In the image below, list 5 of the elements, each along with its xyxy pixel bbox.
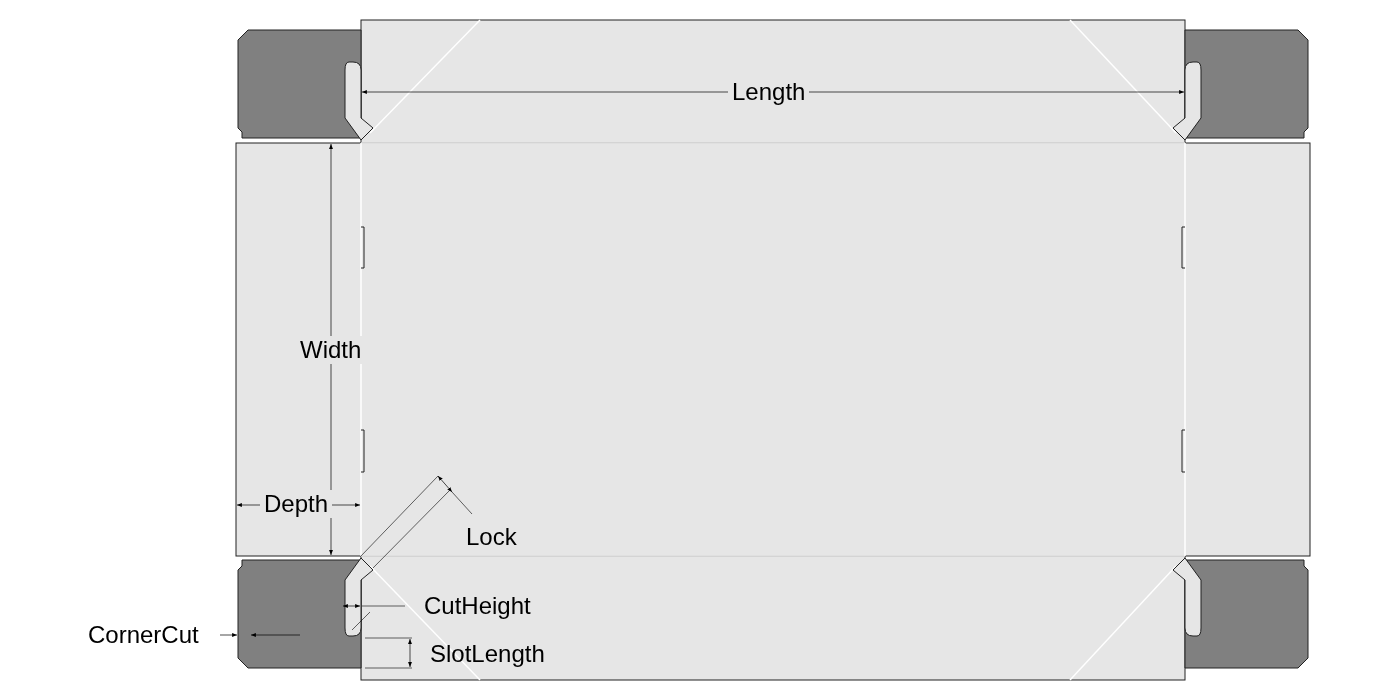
dimension-label: Depth bbox=[260, 490, 333, 518]
dimension-label: CornerCut bbox=[88, 621, 199, 649]
dimension-label: CutHeight bbox=[424, 592, 531, 620]
dimension-label: Lock bbox=[466, 523, 517, 551]
dimension-label: SlotLength bbox=[430, 640, 545, 668]
